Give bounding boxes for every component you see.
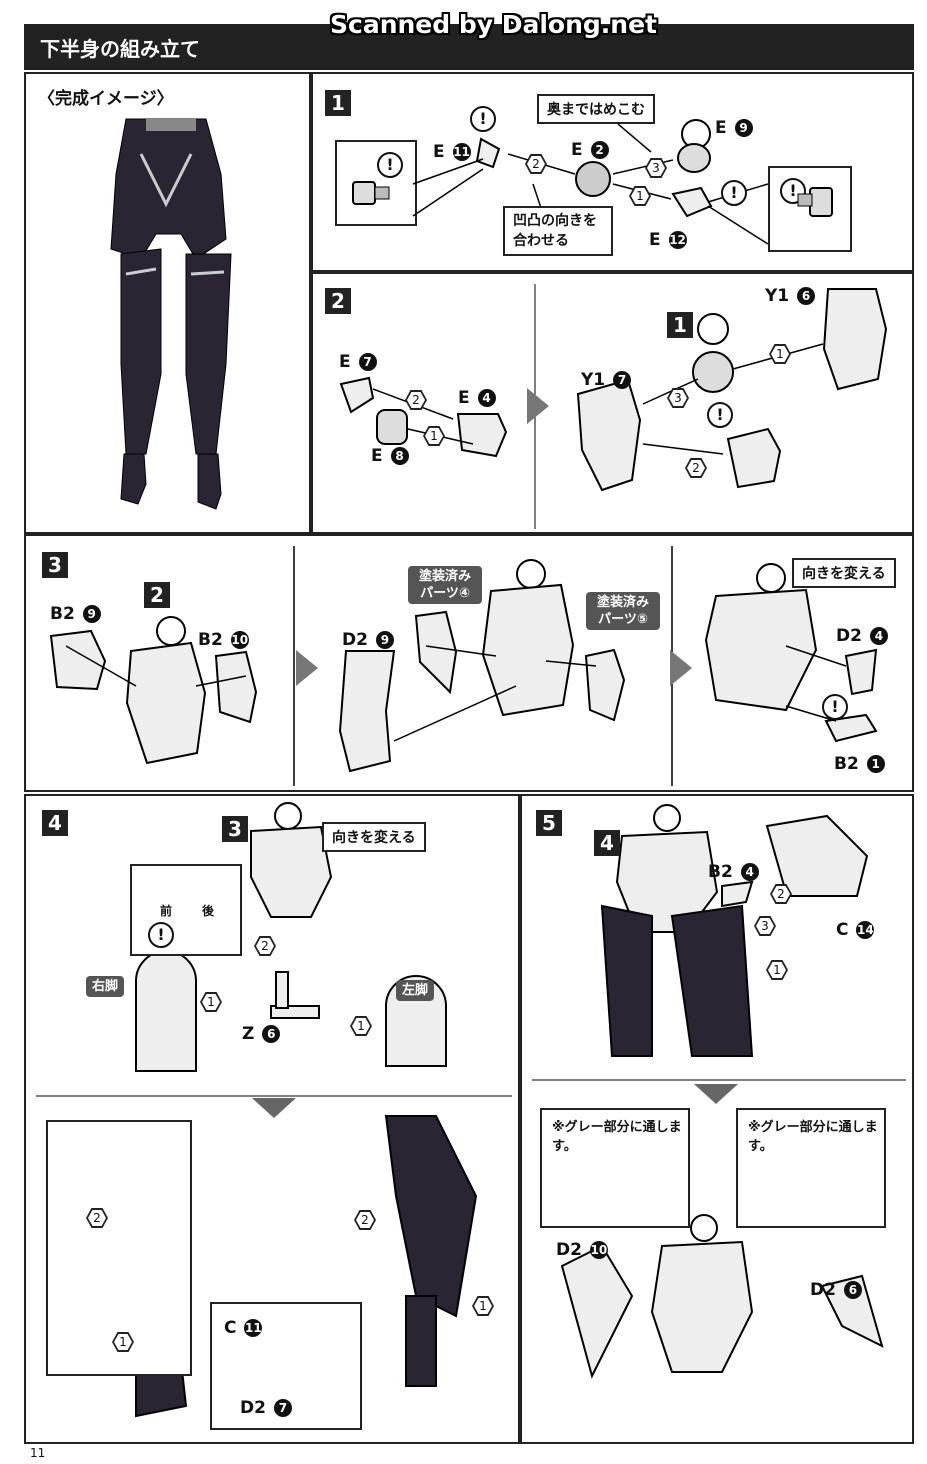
completion-title: 〈完成イメージ〉 xyxy=(38,89,174,109)
order-marker: 2 xyxy=(770,884,792,904)
front-label: 前 xyxy=(160,904,173,918)
completion-panel: 〈完成イメージ〉 xyxy=(24,72,311,534)
callout-align-notch: 凹凸の向きを合わせる xyxy=(503,206,613,256)
part-label-d2-9: D2 9 xyxy=(342,630,394,650)
back-label: 後 xyxy=(202,904,215,918)
part-label-b2-1: B2 1 xyxy=(834,754,885,774)
order-marker: 2 xyxy=(354,1210,376,1230)
step-reference: 1 xyxy=(667,312,693,338)
part-label-e8: E 8 xyxy=(371,446,409,466)
section-header: 下半身の組み立て xyxy=(24,24,914,70)
step-4-parts-image xyxy=(36,802,512,1418)
order-marker: 1 xyxy=(472,1296,494,1316)
left-leg-tag: 左脚 xyxy=(396,980,435,1001)
caution-icon: ! xyxy=(721,180,747,206)
order-marker: 1 xyxy=(423,426,445,446)
part-label-e2: E 2 xyxy=(571,140,609,160)
callout-change-direction: 向きを変える xyxy=(792,558,896,588)
part-label-y1-6: Y1 6 xyxy=(765,286,816,306)
order-marker: 2 xyxy=(86,1208,108,1228)
detail-box-hip: 2 1 xyxy=(46,1120,192,1376)
part-label-e4: E 4 xyxy=(458,388,496,408)
part-label-c14: C 14 xyxy=(836,920,875,940)
step-5-panel: 5 4 B2 4 2 3 C 14 1 ※グレー部分に通します。 ※グレー部分に… xyxy=(520,794,914,1444)
order-marker: 3 xyxy=(754,916,776,936)
order-marker: 1 xyxy=(629,186,651,206)
part-label-y1-7: Y1 7 xyxy=(581,370,632,390)
part-label-b2-4: B2 4 xyxy=(708,862,759,882)
flow-arrow xyxy=(527,388,549,424)
order-marker: 2 xyxy=(525,154,547,174)
note-text: ※グレー部分に通します。 xyxy=(748,1120,878,1154)
step-3-parts-image xyxy=(49,546,878,786)
order-marker: 2 xyxy=(685,458,707,478)
part-label-e9: E 9 xyxy=(715,118,753,138)
section-title: 下半身の組み立て xyxy=(40,37,200,61)
detail-box-left: ! xyxy=(335,140,417,226)
part-label-z6: Z 6 xyxy=(242,1024,281,1044)
part-label-d2-4: D2 4 xyxy=(836,626,888,646)
caution-icon: ! xyxy=(377,152,403,178)
step-reference: 3 xyxy=(222,816,248,842)
order-marker: 3 xyxy=(645,158,667,178)
part-label-d2-7: D2 7 xyxy=(240,1398,292,1418)
flow-arrow xyxy=(296,650,318,686)
step-1-parts-image xyxy=(412,119,769,245)
caution-icon: ! xyxy=(822,694,848,720)
step-2-panel: 2 E 7 E 4 E 8 2 1 Y1 7 1 3 1 ! 2 Y1 6 xyxy=(311,272,914,534)
part-e12-detail-image xyxy=(797,187,833,217)
step-reference: 4 xyxy=(594,830,620,856)
order-marker: 1 xyxy=(112,1332,134,1352)
flow-arrow-down xyxy=(252,1098,296,1118)
front-back-detail-box: 前 後 ! xyxy=(130,864,242,956)
step-number: 1 xyxy=(325,90,351,116)
painted-part-tag: 塗装済みパーツ④ xyxy=(408,566,482,604)
part-label-c11: C 11 xyxy=(224,1318,263,1338)
order-marker: 2 xyxy=(405,390,427,410)
step-3-panel: 3 B2 9 2 B2 10 xyxy=(24,534,914,792)
step-reference: 2 xyxy=(144,582,170,608)
step-number: 3 xyxy=(42,552,68,578)
callout-change-direction: 向きを変える xyxy=(322,822,426,852)
part-label-b2-9: B2 9 xyxy=(50,604,101,624)
part-label-d2-10: D2 10 xyxy=(556,1240,608,1260)
caution-icon: ! xyxy=(148,922,174,948)
detail-box-parts: C 11 D2 7 xyxy=(210,1302,362,1430)
part-label-d2-6: D2 6 xyxy=(810,1280,862,1300)
completed-figure-image xyxy=(110,118,232,510)
order-marker: 1 xyxy=(350,1016,372,1036)
detail-box-right: ! xyxy=(768,166,852,252)
step-4-panel: 4 3 向きを変える 前 後 ! 2 右脚 左脚 1 1 Z 6 2 1 2 1… xyxy=(24,794,520,1444)
flow-arrow-down xyxy=(694,1084,738,1104)
part-label-e7: E 7 xyxy=(339,352,377,372)
step-5-parts-image xyxy=(532,804,906,1379)
right-leg-tag: 右脚 xyxy=(86,976,125,997)
part-label-e12: E 12 xyxy=(649,230,687,250)
order-marker: 1 xyxy=(200,992,222,1012)
order-marker: 2 xyxy=(254,936,276,956)
page-number: 11 xyxy=(30,1446,46,1460)
part-label-e11: E 11 xyxy=(433,142,471,162)
note-box-left: ※グレー部分に通します。 xyxy=(540,1108,690,1228)
part-label-b2-10: B2 10 xyxy=(198,630,249,650)
step-number: 5 xyxy=(536,810,562,836)
caution-icon: ! xyxy=(707,402,733,428)
note-box-right: ※グレー部分に通します。 xyxy=(736,1108,886,1228)
order-marker: 3 xyxy=(667,388,689,408)
part-e11-detail-image xyxy=(352,181,390,205)
step-number: 4 xyxy=(42,810,68,836)
painted-part-tag: 塗装済みパーツ⑤ xyxy=(586,592,660,630)
scan-watermark: Scanned by Dalong.net xyxy=(330,10,658,39)
order-marker: 1 xyxy=(766,960,788,980)
step-2-parts-image xyxy=(339,284,888,529)
step-number: 2 xyxy=(325,288,351,314)
flow-arrow xyxy=(670,650,692,686)
note-text: ※グレー部分に通します。 xyxy=(552,1120,682,1154)
callout-push-in: 奥まではめこむ xyxy=(537,94,655,124)
caution-icon: ! xyxy=(470,106,496,132)
step-1-panel: 1 ! E 11 ! 奥まではめこむ E 2 E 9 2 3 1 凹凸の向きを合… xyxy=(311,72,914,272)
order-marker: 1 xyxy=(769,344,791,364)
